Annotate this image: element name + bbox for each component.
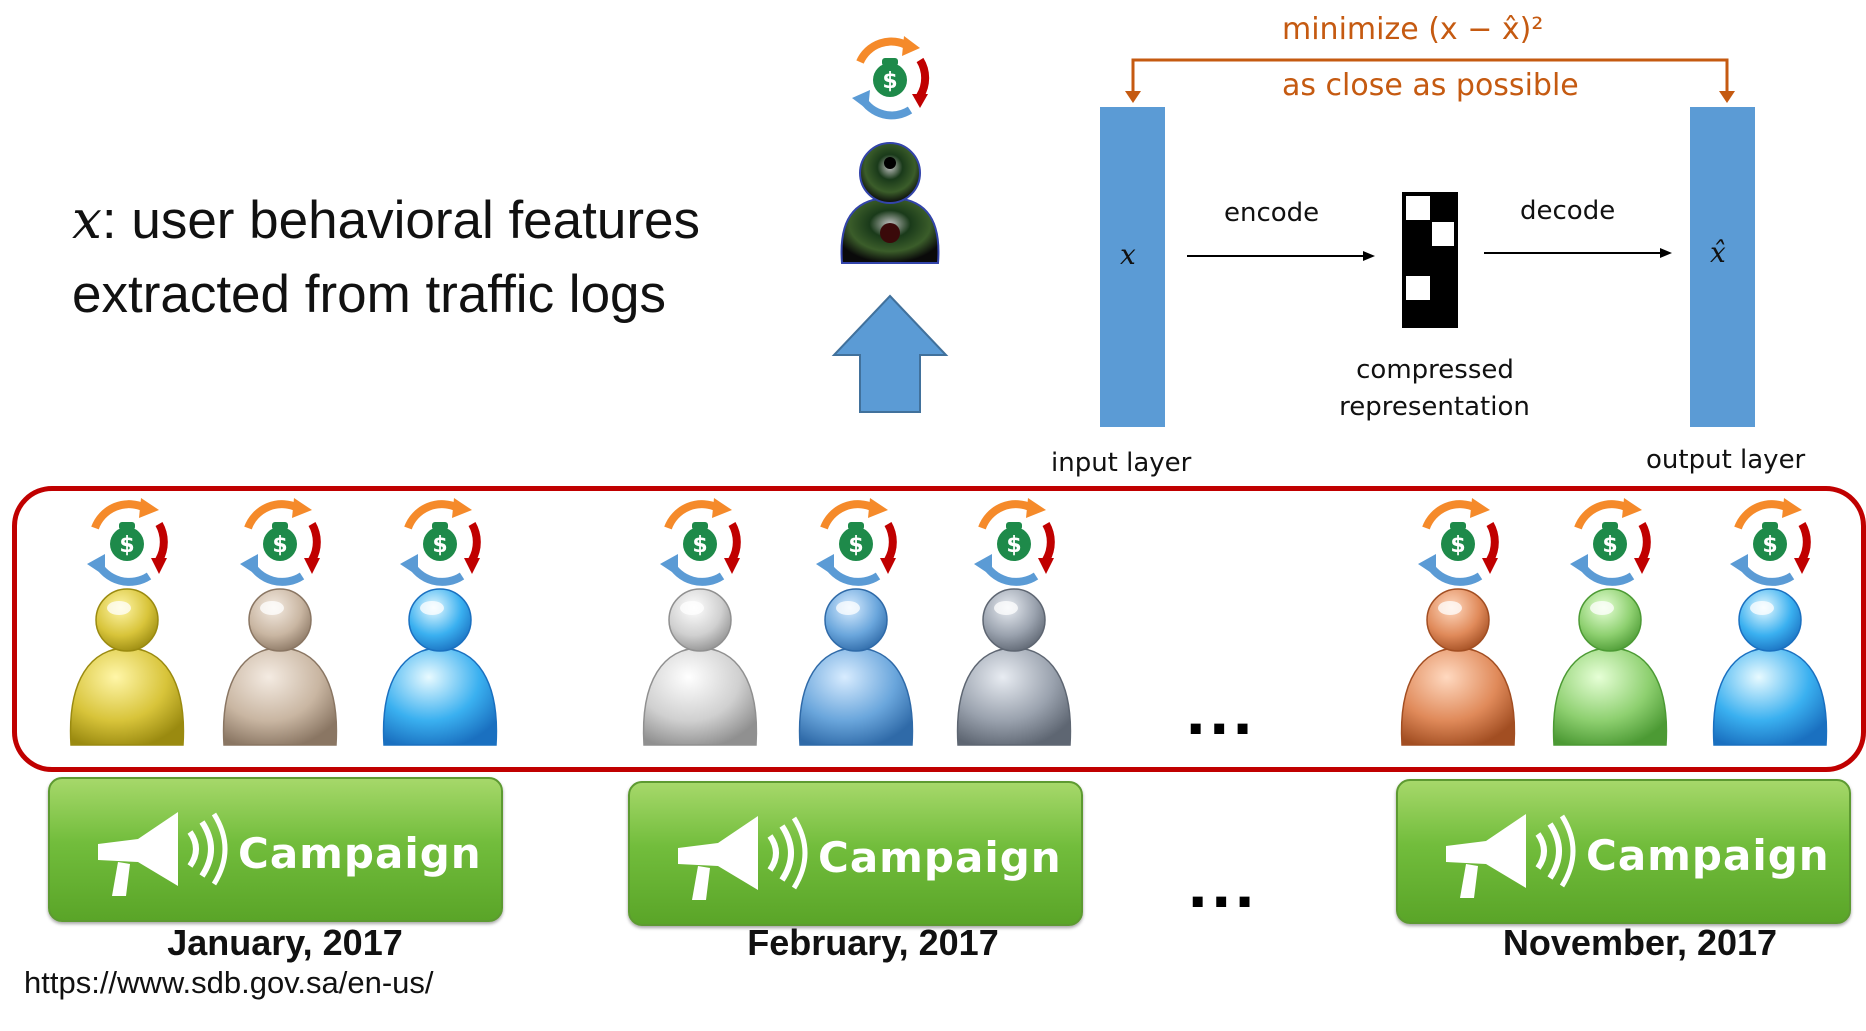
user-group-box	[12, 486, 1866, 772]
user-avatar-gray: $	[956, 498, 1072, 746]
campaign-banner-january: Campaign	[48, 777, 503, 922]
user-avatar-beige: $	[222, 498, 338, 746]
money-cycle-icon: $	[1570, 498, 1651, 586]
megaphone-icon	[658, 808, 808, 908]
input-symbol: x	[1120, 238, 1136, 271]
svg-text:$: $	[1762, 533, 1777, 558]
svg-text:$: $	[432, 533, 447, 558]
campaign-label: Campaign	[818, 833, 1062, 882]
encoded-user-avatar	[840, 142, 940, 264]
campaign-label: Campaign	[1586, 831, 1830, 880]
feature-description-line2: extracted from traffic logs	[72, 265, 667, 324]
up-arrow	[831, 294, 949, 413]
user-avatar-blue: $	[798, 498, 914, 746]
encoded-user-block: $	[831, 36, 949, 413]
svg-text:$: $	[272, 533, 287, 558]
user-avatar-orange: $	[1400, 498, 1516, 746]
campaign-banner-november: Campaign	[1396, 779, 1851, 924]
svg-text:$: $	[692, 533, 707, 558]
compressed-label-line2: representation	[1339, 392, 1530, 422]
compressed-label-line1: compressed	[1356, 355, 1514, 385]
campaigns-ellipsis: ...	[1188, 844, 1259, 922]
svg-text:$: $	[1450, 533, 1465, 558]
user-avatar-green: $	[1552, 498, 1668, 746]
feature-variable: x	[72, 190, 102, 251]
money-cycle-icon: $	[852, 36, 930, 120]
source-url: https://www.sdb.gov.sa/en-us/	[24, 965, 434, 1000]
users-ellipsis: ...	[1186, 671, 1257, 749]
svg-text:$: $	[848, 533, 863, 558]
money-cycle-icon: $	[974, 498, 1055, 586]
money-cycle-icon: $	[87, 498, 168, 586]
reconstruction-feedback-arrow	[1125, 58, 1735, 103]
money-cycle-icon: $	[660, 498, 741, 586]
campaign-label: Campaign	[238, 829, 482, 878]
output-symbol: x̂	[1710, 236, 1726, 269]
input-layer-label: input layer	[1051, 448, 1192, 478]
decode-label: decode	[1520, 196, 1616, 226]
objective-label: minimize (x − x̂)²	[1282, 12, 1544, 47]
user-avatar-yellow: $	[69, 498, 185, 746]
objective-note: as close as possible	[1282, 68, 1579, 103]
money-cycle-icon: $	[816, 498, 897, 586]
feature-description: x: user behavioral features extracted fr…	[72, 184, 700, 332]
user-avatar-white: $	[642, 498, 758, 746]
users-row: $ $ $ $ $ $ $ $ $	[69, 498, 1828, 746]
svg-text:$: $	[882, 69, 897, 94]
svg-text:$: $	[1006, 533, 1021, 558]
input-layer-bar	[1100, 107, 1165, 427]
encode-label: encode	[1224, 198, 1320, 228]
svg-text:$: $	[1602, 533, 1617, 558]
money-cycle-icon: $	[240, 498, 321, 586]
user-avatar-light-blue: $	[382, 498, 498, 746]
campaign-month-february: February, 2017	[747, 922, 999, 963]
money-cycle-icon: $	[1730, 498, 1811, 586]
decode-arrow	[1484, 248, 1672, 258]
megaphone-icon	[1426, 806, 1576, 906]
output-layer-label: output layer	[1646, 445, 1806, 475]
megaphone-icon	[78, 804, 228, 904]
encode-arrow	[1187, 251, 1375, 261]
svg-text:$: $	[119, 533, 134, 558]
campaign-banner-february: Campaign	[628, 781, 1083, 926]
compressed-representation	[1402, 192, 1458, 328]
campaign-month-january: January, 2017	[167, 922, 403, 963]
user-avatar-light-blue: $	[1712, 498, 1828, 746]
feature-description-line1: : user behavioral features	[101, 191, 700, 250]
money-cycle-icon: $	[400, 498, 481, 586]
campaign-month-november: November, 2017	[1502, 922, 1778, 963]
money-cycle-icon: $	[1418, 498, 1499, 586]
output-layer-bar	[1690, 107, 1755, 427]
